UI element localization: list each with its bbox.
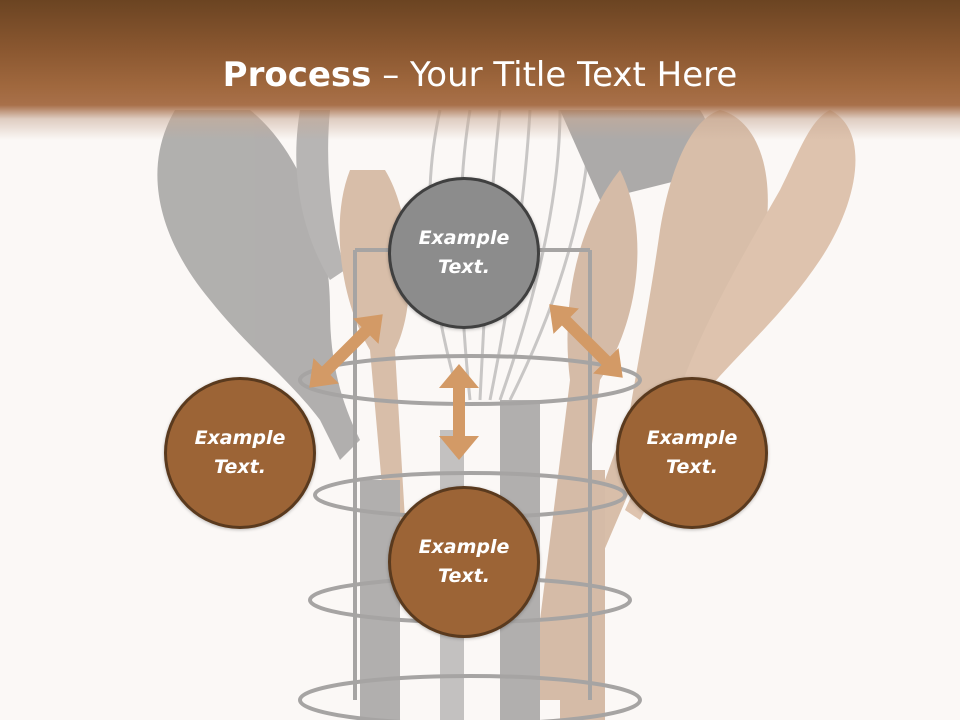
arrow-top-left (309, 314, 383, 388)
diagram-node-top: Example Text. (388, 177, 540, 329)
title-strong: Process (222, 55, 372, 95)
diagram-node-bottom: Example Text. (388, 486, 540, 638)
diagram-node-right: Example Text. (616, 377, 768, 529)
arrow-top-right (549, 304, 623, 378)
node-label-left: Example Text. (194, 427, 286, 478)
title-separator: – (371, 55, 411, 95)
title-rest: Your Title Text Here (410, 55, 738, 95)
slide-title: Process – Your Title Text Here (0, 52, 960, 98)
header-band (0, 0, 960, 140)
node-label-top: Example Text. (418, 227, 510, 278)
arrow-vertical (439, 364, 479, 460)
node-label-right: Example Text. (646, 427, 738, 478)
node-label-bottom: Example Text. (418, 536, 510, 587)
diagram-node-left: Example Text. (164, 377, 316, 529)
